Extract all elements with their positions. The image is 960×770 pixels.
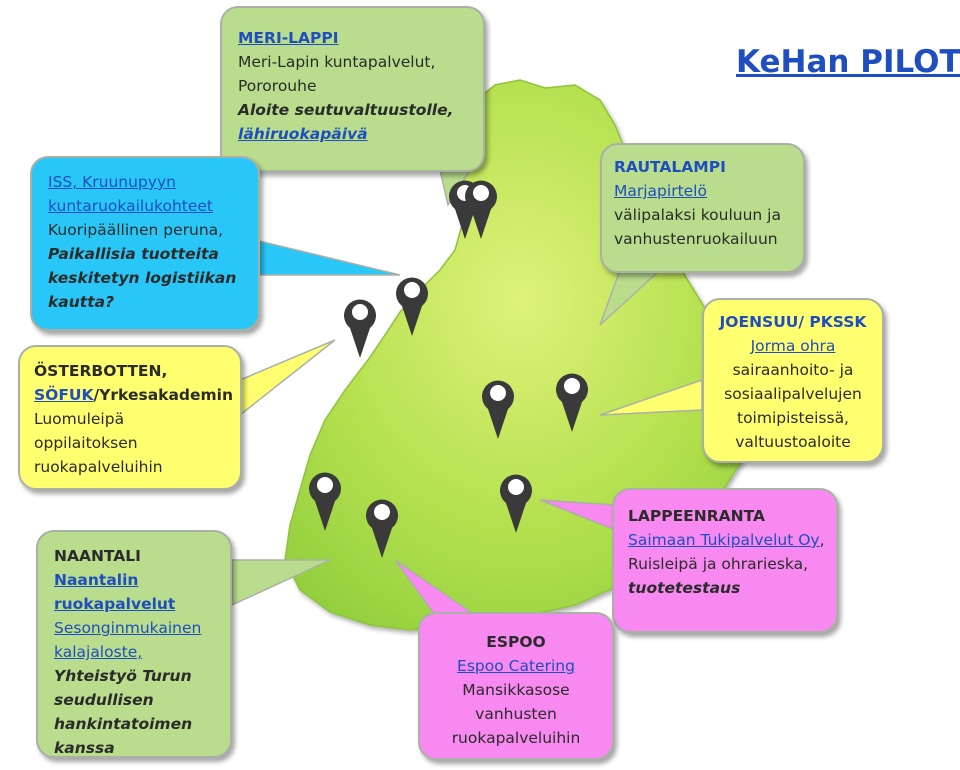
espoo-line5: ruokapalveluihin <box>451 729 581 747</box>
lappeenranta-line3: Ruisleipä ja ohrarieska, <box>628 555 809 573</box>
naantali-line4: Sesonginmukainen <box>54 619 202 637</box>
osterbotten-heading: ÖSTERBOTTEN, <box>34 362 168 380</box>
naantali-line9: kanssa <box>54 739 115 757</box>
rautalampi-line3: välipalaksi kouluun ja <box>614 206 781 224</box>
osterbotten-pointer <box>239 339 336 417</box>
meri-lappi-line1: Meri-Lapin kuntapalvelut, <box>238 53 436 71</box>
naantali-line7: seudullisen <box>54 691 154 709</box>
joensuu-heading: JOENSUU/ PKSSK <box>719 313 867 331</box>
osterbotten-org-rest: /Yrkesakademin <box>93 386 234 404</box>
osterbotten-line3: Luomuleipä <box>34 410 125 428</box>
iss-line4: Paikallisia tuotteita <box>48 245 219 263</box>
espoo-heading: ESPOO <box>486 633 546 651</box>
saimaan-tukipalvelut-link: Saimaan Tukipalvelut Oy <box>628 531 820 549</box>
joensuu-box: JOENSUU/ PKSSK Jorma ohra sairaanhoito- … <box>702 298 884 463</box>
osterbotten-box: ÖSTERBOTTEN, SÖFUK/Yrkesakademin Luomule… <box>18 345 242 490</box>
rautalampi-line4: vanhustenruokailuun <box>614 230 778 248</box>
sofuk-link: SÖFUK <box>34 386 94 404</box>
meri-lappi-line3: Aloite seutuvaltuustolle, <box>238 101 454 119</box>
espoo-line3: Mansikkasose <box>462 681 570 699</box>
osterbotten-line5: ruokapalveluihin <box>34 458 163 476</box>
joensuu-line2: Jorma ohra <box>750 337 836 355</box>
naantali-heading: NAANTALI <box>54 547 141 565</box>
pin-osterbotten <box>344 299 376 358</box>
iss-line2: kuntaruokailukohteet <box>48 197 213 215</box>
meri-lappi-line4: lähiruokapäivä <box>238 125 368 143</box>
iss-line6: kautta? <box>48 293 115 311</box>
joensuu-line6: valtuustoaloite <box>735 433 851 451</box>
lappeenranta-box: LAPPEENRANTA Saimaan Tukipalvelut Oy, Ru… <box>612 488 838 633</box>
naantali-line3: ruokapalvelut <box>54 595 176 613</box>
lappeenranta-heading: LAPPEENRANTA <box>628 507 766 525</box>
iss-line1: ISS, Kruunupyyn <box>48 173 176 191</box>
meri-lappi-box: MERI-LAPPI Meri-Lapin kuntapalvelut, Por… <box>220 6 485 172</box>
rautalampi-box: RAUTALAMPI Marjapirtelö välipalaksi koul… <box>600 143 805 273</box>
espoo-line4: vanhusten <box>475 705 557 723</box>
naantali-box: NAANTALI Naantalin ruokapalvelut Sesongi… <box>36 530 232 758</box>
joensuu-line5: toimipisteissä, <box>737 409 849 427</box>
page-title: KeHan PILOTIT <box>736 44 960 80</box>
espoo-line2: Espoo Catering <box>457 657 575 675</box>
rautalampi-heading: RAUTALAMPI <box>614 158 726 176</box>
joensuu-line4: sosiaalipalvelujen <box>724 385 862 403</box>
meri-lappi-line2: Pororouhe <box>238 77 317 95</box>
joensuu-line3: sairaanhoito- ja <box>732 361 854 379</box>
rautalampi-line2: Marjapirtelö <box>614 182 707 200</box>
iss-pointer <box>254 239 401 276</box>
osterbotten-line4: oppilaitoksen <box>34 434 138 452</box>
espoo-box: ESPOO Espoo Catering Mansikkasose vanhus… <box>418 612 614 760</box>
lappeenranta-line4: tuotetestaus <box>628 579 741 597</box>
iss-line3: Kuoripäällinen peruna, <box>48 221 224 239</box>
naantali-line2: Naantalin <box>54 571 139 589</box>
iss-box: ISS, Kruunupyyn kuntaruokailukohteet Kuo… <box>30 156 260 331</box>
naantali-line5: kalajaloste, <box>54 643 143 661</box>
naantali-line8: hankintatoimen <box>54 715 193 733</box>
iss-line5: keskitetyn logistiikan <box>48 269 237 287</box>
meri-lappi-heading: MERI-LAPPI <box>238 29 339 47</box>
lappeenranta-org-rest: , <box>819 531 825 549</box>
naantali-pointer <box>231 559 331 607</box>
naantali-line6: Yhteistyö Turun <box>54 667 192 685</box>
